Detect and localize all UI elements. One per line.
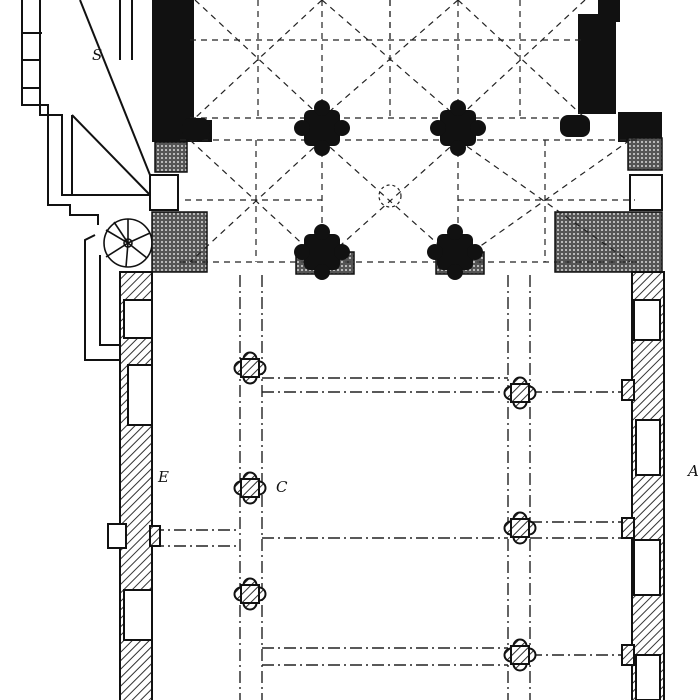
nave-pier [503, 511, 537, 545]
label-s: S [92, 46, 102, 64]
crossing-boss [378, 184, 402, 208]
label-c: C [276, 478, 288, 496]
crossing-pier-nw [294, 100, 350, 156]
side-building-s [21, 0, 151, 361]
pier-b [560, 115, 590, 137]
wall-respond [621, 517, 635, 539]
nave-pier [233, 471, 267, 505]
nave-vaults [152, 275, 632, 700]
nave-walls [107, 271, 665, 700]
crossing-piers [182, 100, 590, 280]
wall-respond [149, 525, 161, 547]
label-a: A [686, 462, 699, 480]
nave-pier [503, 638, 537, 672]
nave-pier [233, 577, 267, 611]
label-b: B [595, 123, 605, 137]
nave-piers [149, 351, 635, 672]
nave-pier [233, 351, 267, 385]
spiral-stair [103, 218, 153, 268]
choir-walls [152, 0, 662, 142]
choir-vaults [190, 0, 586, 119]
transept-walls [149, 137, 663, 275]
wall-respond [621, 379, 635, 401]
plan-labels: S B E C A [92, 46, 699, 496]
label-e: E [157, 468, 169, 486]
nave-pier [503, 376, 537, 410]
crossing-pier-ne [430, 100, 486, 156]
wall-respond [621, 644, 635, 666]
